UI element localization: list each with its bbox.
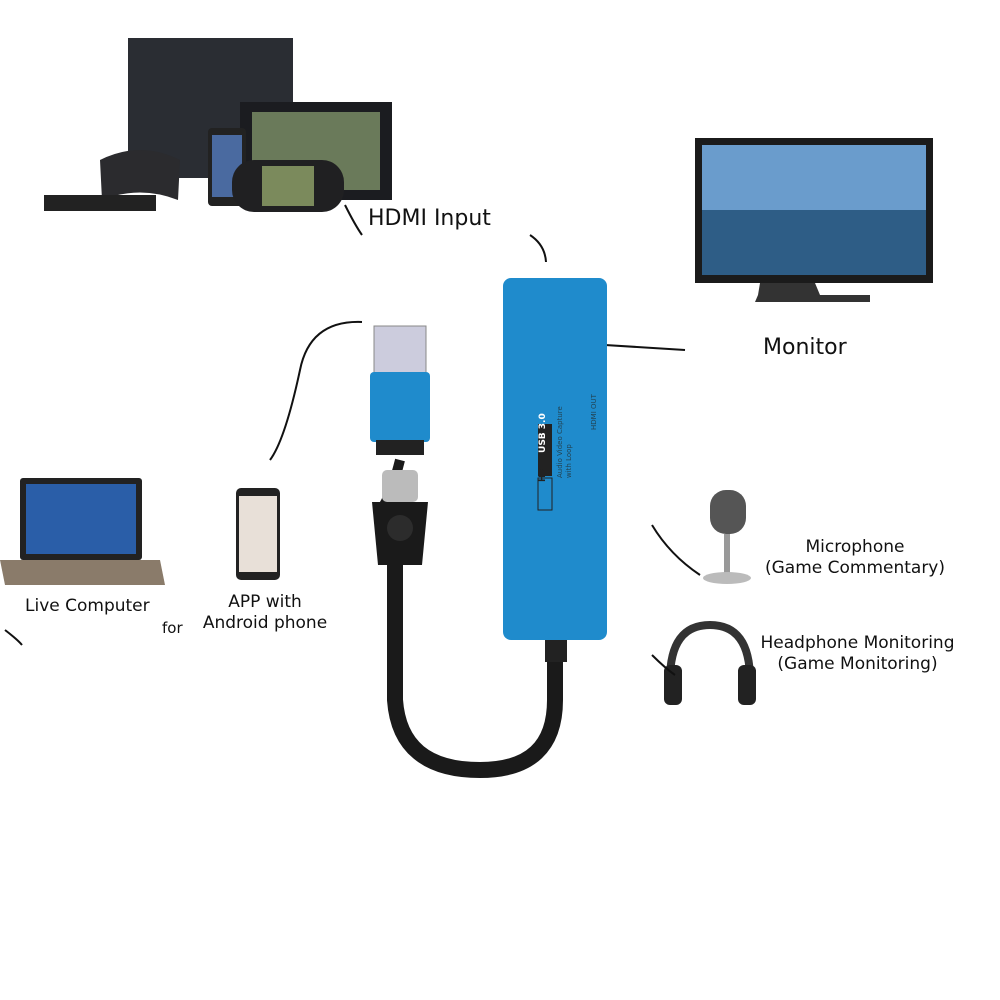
game-devices-image [44, 38, 392, 212]
live-computer-label: Live Computer [25, 596, 150, 616]
laptop-image [0, 478, 165, 585]
monitor-image [695, 138, 933, 302]
usb-a-plug [373, 325, 427, 375]
capture-device [503, 278, 607, 640]
microphone-image [703, 490, 751, 584]
headphones-image [664, 620, 756, 705]
microphone-label: Microphone(Game Commentary) [764, 537, 946, 578]
monitor-label: Monitor [763, 335, 847, 360]
phone-image [236, 488, 280, 580]
device-text-line2: with Loop [565, 444, 573, 478]
headphone-label: Headphone Monitoring(Game Monitoring) [760, 633, 955, 674]
device-port-label: HDMI OUT [590, 394, 598, 430]
usb-c-plug [382, 470, 418, 502]
for-label: for [162, 619, 183, 637]
device-badge-usb: USB 3.0 [538, 413, 548, 453]
device-text-line1: Audio Video Capture [556, 406, 564, 478]
connection-lines [4, 204, 701, 676]
hdmi-input-label: HDMI Input [368, 206, 491, 231]
device-badge-hd: HD [538, 466, 548, 482]
usb-cable [387, 560, 563, 779]
